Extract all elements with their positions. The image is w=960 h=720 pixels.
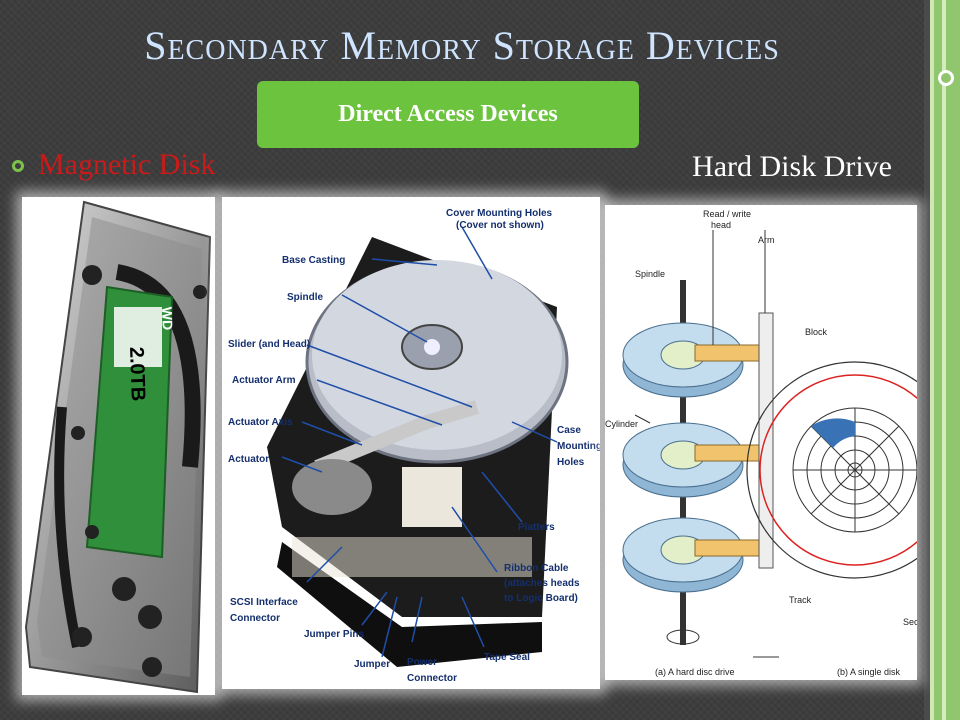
label-connector: Connector: [230, 613, 280, 624]
brand-logo: WD: [159, 307, 176, 331]
right-border-decoration: [924, 0, 960, 720]
label-to-logic-board: to Logic Board): [504, 593, 578, 604]
label-power: Power: [407, 657, 437, 668]
label-read-write: Read / write: [703, 209, 751, 219]
label-jumper: Jumper: [354, 659, 390, 670]
label-actuator: Actuator: [228, 454, 269, 465]
hard-drive-photo: 2.0TB WD: [22, 197, 215, 695]
decorative-circle: [938, 70, 954, 86]
label-actuator-axis: Actuator Axis: [228, 417, 293, 428]
label-sector: Sector: [903, 617, 917, 627]
label-power-connector: Connector: [407, 673, 457, 684]
label-cover-mounting-holes: Cover Mounting Holes: [446, 208, 553, 219]
label-tape-seal: Tape Seal: [484, 652, 530, 663]
label-holes: Holes: [557, 457, 585, 468]
caption-hard-disc-drive: (a) A hard disc drive: [655, 667, 735, 677]
label-mounting: Mounting: [557, 441, 600, 452]
label-actuator-arm: Actuator Arm: [232, 375, 296, 386]
label-platters: Platters: [518, 522, 555, 533]
label-jumper-pins: Jumper Pins: [304, 629, 364, 640]
hdd-anatomy-diagram: Cover Mounting Holes (Cover not shown) B…: [222, 197, 600, 689]
hdd-schematic-diagram: Read / write head Arm Spindle Cylinder B…: [605, 205, 917, 680]
caption-single-disk: (b) A single disk: [837, 667, 901, 677]
label-spindle: Spindle: [287, 292, 324, 303]
label-arm: Arm: [758, 235, 775, 245]
label-ribbon-cable: Ribbon Cable: [504, 563, 569, 574]
label-cover-not-shown: (Cover not shown): [456, 220, 544, 231]
capacity-label: 2.0TB: [125, 346, 149, 401]
slide-title: Secondary Memory Storage Devices: [144, 23, 780, 68]
label-head: head: [711, 220, 731, 230]
magnetic-disk-heading: Magnetic Disk: [38, 148, 216, 181]
label-slider-head: Slider (and Head): [228, 339, 310, 350]
label-attaches-heads: (attaches heads: [504, 578, 580, 589]
label-block: Block: [805, 327, 828, 337]
label-base-casting: Base Casting: [282, 255, 345, 266]
label-scsi-interface: SCSI Interface: [230, 597, 298, 608]
hard-disk-drive-heading: Hard Disk Drive: [692, 150, 892, 183]
label-spindle: Spindle: [635, 269, 665, 279]
label-case: Case: [557, 425, 581, 436]
bullet-icon: [12, 160, 24, 172]
direct-access-devices-button[interactable]: Direct Access Devices: [257, 81, 639, 148]
label-cylinder: Cylinder: [605, 419, 638, 429]
label-track: Track: [789, 595, 812, 605]
